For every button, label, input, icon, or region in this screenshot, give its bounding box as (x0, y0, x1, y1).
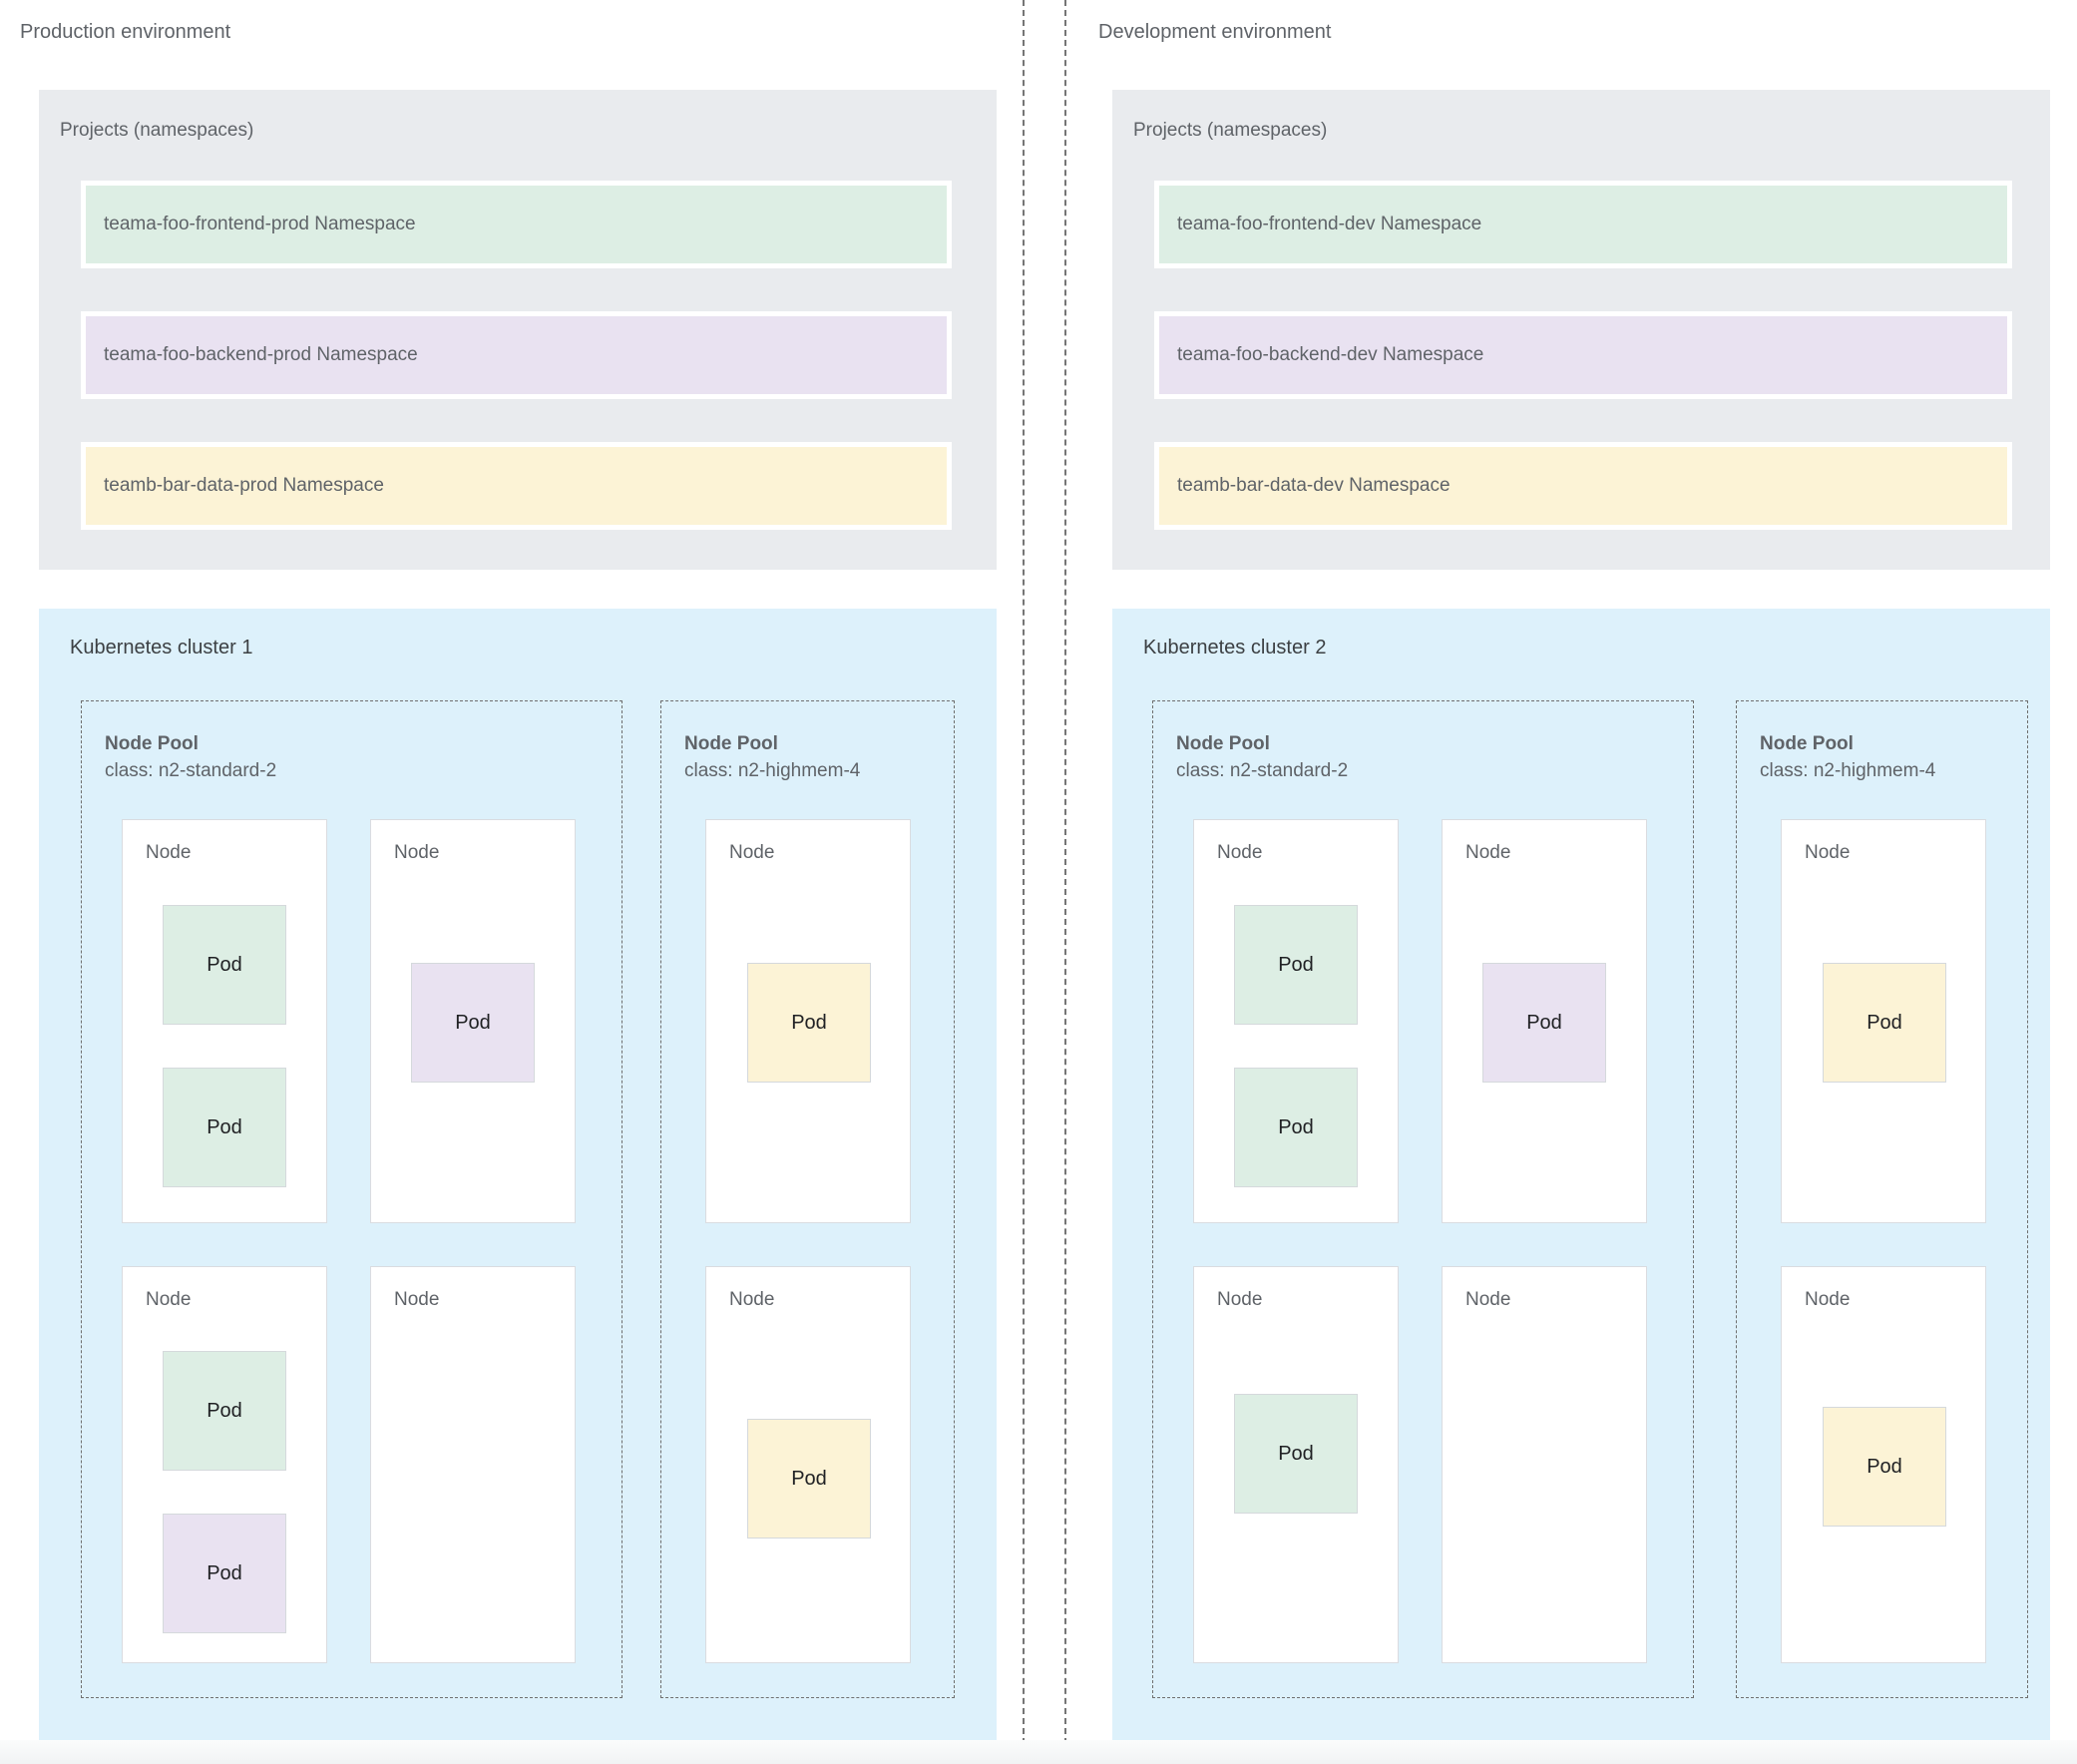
node-box: Node Pod (1781, 1266, 1986, 1663)
node-pool: Node Pool class: n2-highmem-4 Node Pod N… (660, 700, 955, 1698)
namespace-bar-fill: teama-foo-backend-dev Namespace (1159, 316, 2007, 394)
bottom-strip (0, 1740, 2077, 1764)
node-pool: Node Pool class: n2-highmem-4 Node Pod N… (1736, 700, 2028, 1698)
namespace-bar: teama-foo-backend-prod Namespace (81, 311, 952, 399)
kubernetes-cluster-box: Kubernetes cluster 2 Node Pool class: n2… (1112, 609, 2050, 1740)
node-label: Node (1465, 1289, 1511, 1310)
node-pool: Node Pool class: n2-standard-2 Node Pod … (81, 700, 623, 1698)
namespace-bar: teama-foo-frontend-dev Namespace (1154, 181, 2012, 268)
namespace-label: teama-foo-backend-dev Namespace (1177, 344, 1484, 365)
pod-box: Pod (411, 963, 535, 1083)
namespace-label: teama-foo-frontend-dev Namespace (1177, 214, 1482, 234)
namespace-bar: teama-foo-backend-dev Namespace (1154, 311, 2012, 399)
node-label: Node (146, 842, 192, 863)
cluster-title: Kubernetes cluster 2 (1143, 637, 1327, 659)
node-label: Node (729, 842, 775, 863)
node-pool-class: class: n2-highmem-4 (684, 760, 861, 781)
environment-title: Development environment (1098, 21, 1332, 43)
namespace-bar-fill: teamb-bar-data-dev Namespace (1159, 447, 2007, 525)
pod-box: Pod (1234, 1068, 1358, 1187)
node-pool: Node Pool class: n2-standard-2 Node Pod … (1152, 700, 1694, 1698)
projects-box-label: Projects (namespaces) (60, 120, 254, 141)
node-label: Node (1217, 1289, 1263, 1310)
environment-divider-line (1064, 0, 1066, 1764)
cluster-title: Kubernetes cluster 1 (70, 637, 253, 659)
projects-namespaces-box: Projects (namespaces) teama-foo-frontend… (39, 90, 997, 570)
namespace-label: teama-foo-backend-prod Namespace (104, 344, 418, 365)
node-label: Node (394, 1289, 440, 1310)
pod-box: Pod (1234, 1394, 1358, 1514)
pod-box: Pod (163, 1351, 286, 1471)
namespace-bar: teama-foo-frontend-prod Namespace (81, 181, 952, 268)
node-pool-class: class: n2-standard-2 (105, 760, 277, 781)
projects-box-label: Projects (namespaces) (1133, 120, 1328, 141)
pod-box: Pod (1823, 963, 1946, 1083)
node-label: Node (1217, 842, 1263, 863)
node-box: Node Pod (1193, 1266, 1399, 1663)
pod-box: Pod (747, 963, 871, 1083)
namespace-label: teamb-bar-data-prod Namespace (104, 475, 384, 496)
namespace-label: teama-foo-frontend-prod Namespace (104, 214, 416, 234)
node-label: Node (1465, 842, 1511, 863)
kubernetes-cluster-box: Kubernetes cluster 1 Node Pool class: n2… (39, 609, 997, 1740)
node-label: Node (146, 1289, 192, 1310)
pod-box: Pod (1482, 963, 1606, 1083)
pod-box: Pod (747, 1419, 871, 1539)
environment-development: Development environment Projects (namesp… (1098, 0, 2050, 1764)
node-box: Node Pod (705, 1266, 911, 1663)
node-pool-class: class: n2-highmem-4 (1760, 760, 1936, 781)
pod-box: Pod (1234, 905, 1358, 1025)
node-box: Node (370, 1266, 576, 1663)
node-label: Node (1805, 842, 1851, 863)
node-box: Node Pod (1781, 819, 1986, 1223)
projects-namespaces-box: Projects (namespaces) teama-foo-frontend… (1112, 90, 2050, 570)
node-box: Node Pod (370, 819, 576, 1223)
pod-box: Pod (163, 1514, 286, 1633)
namespace-bar-fill: teama-foo-backend-prod Namespace (86, 316, 947, 394)
node-box: Node Pod Pod (122, 1266, 327, 1663)
environment-title: Production environment (20, 21, 231, 43)
namespace-bar-fill: teamb-bar-data-prod Namespace (86, 447, 947, 525)
namespace-bar-fill: teama-foo-frontend-dev Namespace (1159, 186, 2007, 263)
namespace-bar: teamb-bar-data-prod Namespace (81, 442, 952, 530)
node-box: Node Pod (1442, 819, 1647, 1223)
node-pool-name: Node Pool (684, 733, 778, 754)
node-pool-name: Node Pool (105, 733, 199, 754)
node-label: Node (1805, 1289, 1851, 1310)
namespace-bar-fill: teama-foo-frontend-prod Namespace (86, 186, 947, 263)
namespace-label: teamb-bar-data-dev Namespace (1177, 475, 1451, 496)
node-pool-name: Node Pool (1760, 733, 1854, 754)
node-box: Node (1442, 1266, 1647, 1663)
pod-box: Pod (1823, 1407, 1946, 1527)
node-label: Node (729, 1289, 775, 1310)
environment-production: Production environment Projects (namespa… (20, 0, 997, 1764)
node-box: Node Pod Pod (122, 819, 327, 1223)
node-label: Node (394, 842, 440, 863)
node-box: Node Pod (705, 819, 911, 1223)
node-pool-class: class: n2-standard-2 (1176, 760, 1349, 781)
environment-divider-line (1023, 0, 1025, 1764)
pod-box: Pod (163, 1068, 286, 1187)
pod-box: Pod (163, 905, 286, 1025)
namespace-bar: teamb-bar-data-dev Namespace (1154, 442, 2012, 530)
node-box: Node Pod Pod (1193, 819, 1399, 1223)
node-pool-name: Node Pool (1176, 733, 1270, 754)
